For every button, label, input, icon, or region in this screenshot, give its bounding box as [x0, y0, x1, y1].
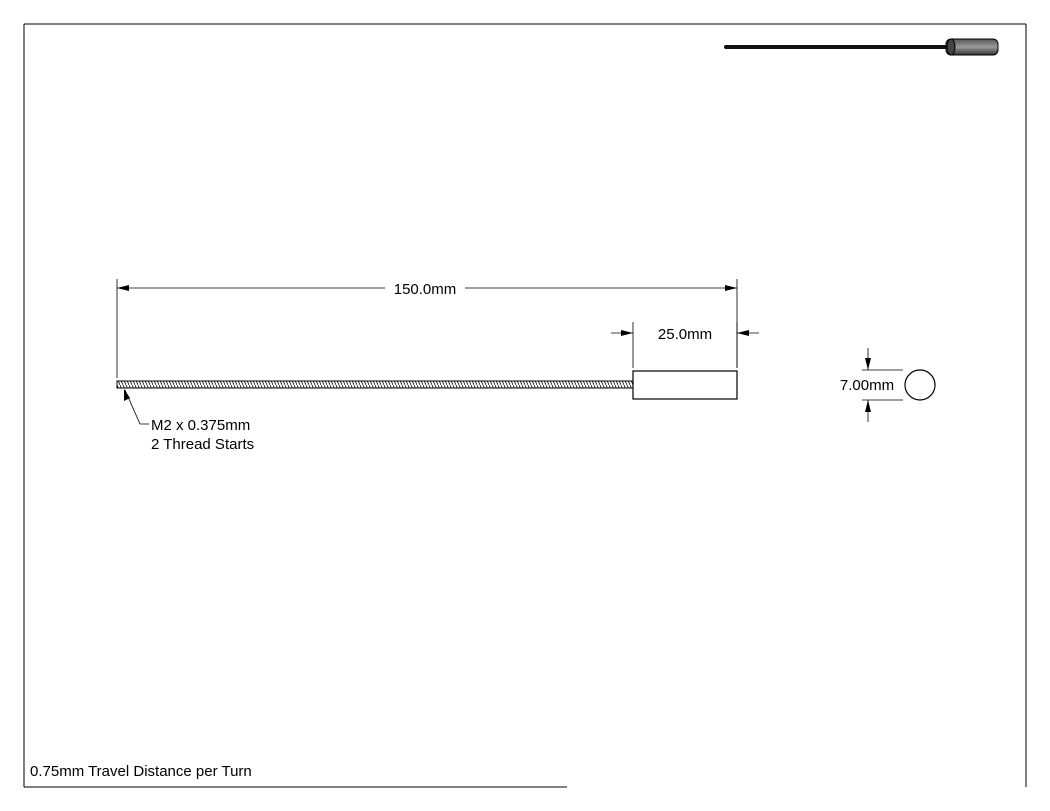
- thread-callout-line1: M2 x 0.375mm: [151, 417, 250, 434]
- knob-end-view: [904, 369, 936, 401]
- part-preview-image: [724, 38, 999, 56]
- knob-diameter-label: 7.00mm: [840, 377, 894, 394]
- sheet-border: [23, 23, 1027, 788]
- footer-note: 0.75mm Travel Distance per Turn: [30, 763, 252, 780]
- thread-callout: M2 x 0.375mm 2 Thread Starts: [124, 389, 254, 453]
- overall-length-label: 150.0mm: [394, 281, 457, 298]
- overall-length-dimension: 150.0mm: [116, 279, 738, 378]
- knob-length-label: 25.0mm: [658, 326, 712, 343]
- knob-length-dimension: 25.0mm: [611, 322, 759, 368]
- threaded-rod: [116, 380, 634, 389]
- knob-body: [632, 370, 738, 400]
- thread-callout-line2: 2 Thread Starts: [151, 436, 254, 453]
- knob-diameter-dimension: 7.00mm: [840, 348, 903, 422]
